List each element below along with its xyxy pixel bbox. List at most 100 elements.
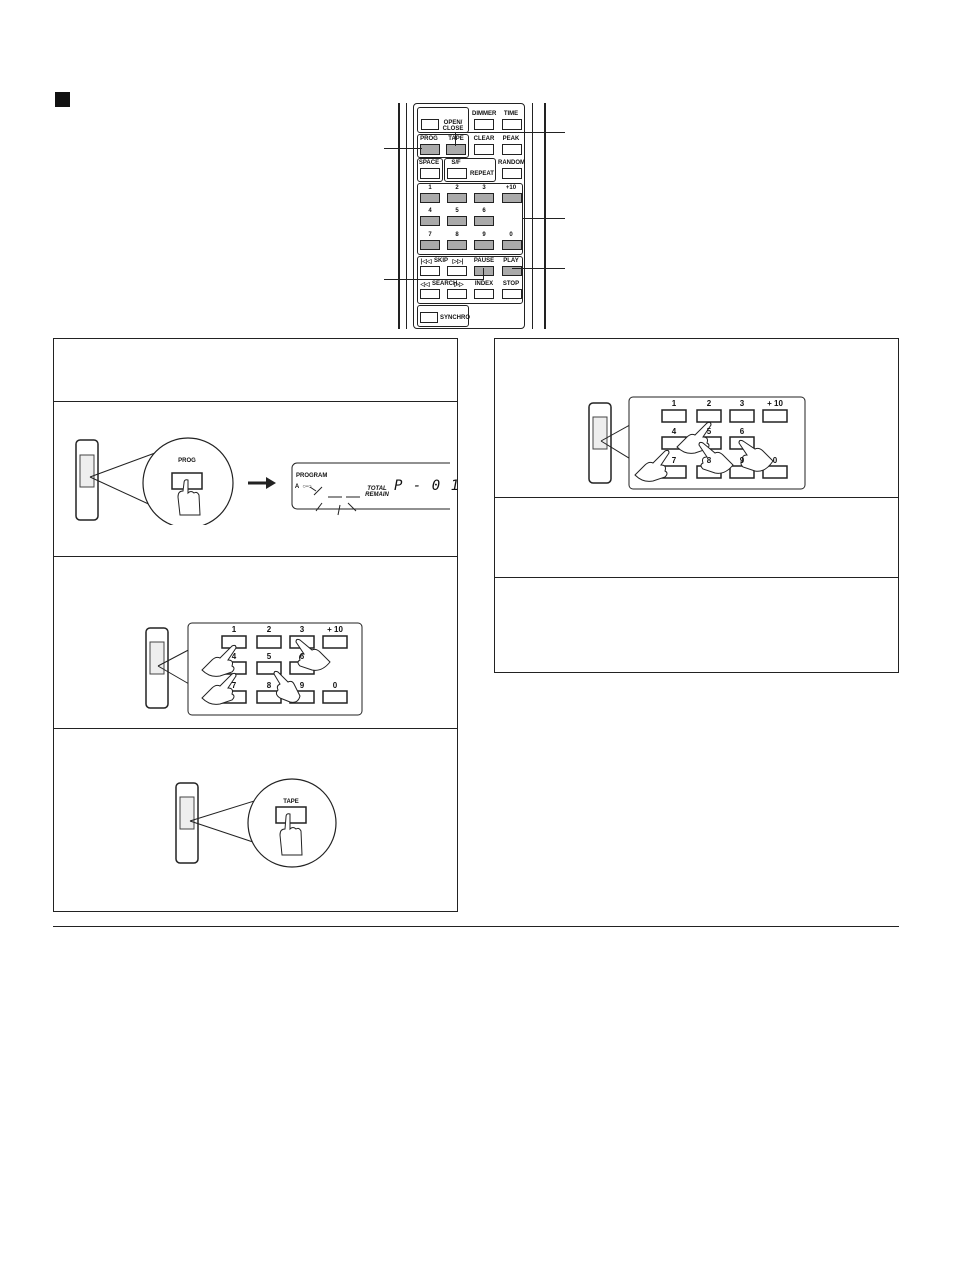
right-key-plus10-label: + 10 <box>767 399 783 408</box>
search-forward-icon: ▷▷ <box>454 282 464 288</box>
play-button[interactable] <box>502 266 522 276</box>
right-key-0-label: 0 <box>772 456 778 465</box>
peak-label: PEAK <box>502 136 520 142</box>
sf-label: S/F <box>451 160 461 166</box>
key-3-label: 3 <box>482 185 486 191</box>
callout-play <box>512 268 565 269</box>
callout-pause <box>384 279 484 280</box>
step2-key-plus10-label: + 10 <box>327 625 343 634</box>
skip-back-button[interactable] <box>420 266 440 276</box>
stop-button[interactable] <box>502 289 522 299</box>
right-key-4-label: 4 <box>671 427 677 436</box>
step2-key-6-label: 6 <box>299 652 305 661</box>
random-label: RANDOM <box>498 160 525 166</box>
search-forward-button[interactable] <box>447 289 467 299</box>
key-3[interactable] <box>474 193 494 203</box>
key-8[interactable] <box>447 240 467 250</box>
prog-label: PROG <box>420 136 438 142</box>
step1-illustration <box>75 437 450 525</box>
key-plus10-label: +10 <box>505 185 517 191</box>
section-marker <box>55 92 70 107</box>
key-4[interactable] <box>420 216 440 226</box>
page-divider <box>53 926 899 927</box>
key-2[interactable] <box>447 193 467 203</box>
prog-button[interactable] <box>420 144 440 155</box>
callout-number-keys <box>522 218 565 219</box>
step2-key-3-label: 3 <box>299 625 305 634</box>
key-6[interactable] <box>474 216 494 226</box>
right-key-9-label: 9 <box>739 456 745 465</box>
search-label: SEARCH <box>432 281 458 287</box>
key-plus10[interactable] <box>502 193 522 203</box>
right-key-7-label: 7 <box>671 456 677 465</box>
display-a-label: A <box>294 484 300 490</box>
open-close-label: OPEN/ CLOSE <box>442 120 464 132</box>
pause-button[interactable] <box>474 266 494 276</box>
right-key-2-label: 2 <box>706 399 712 408</box>
dimmer-button[interactable] <box>474 119 494 130</box>
skip-back-icon: |◁◁ <box>420 259 432 265</box>
step2-key-2-label: 2 <box>266 625 272 634</box>
step3-illustration <box>175 778 337 868</box>
key-0[interactable] <box>502 240 522 250</box>
index-label: INDEX <box>474 281 494 287</box>
display-readout: P - 0 1 <box>394 478 461 494</box>
display-ab-icon: ○-○ <box>302 484 312 490</box>
callout-prog <box>384 148 422 149</box>
right-key-5-label: 5 <box>706 427 712 436</box>
key-6-label: 6 <box>482 208 486 214</box>
step2-key-0-label: 0 <box>332 681 338 690</box>
clear-button[interactable] <box>474 144 494 155</box>
play-label: PLAY <box>503 258 519 264</box>
key-0-label: 0 <box>509 232 513 238</box>
right-steps-box <box>494 338 899 673</box>
remote-diagram <box>380 103 570 331</box>
synchro-button[interactable] <box>420 312 438 323</box>
step2-key-7-label: 7 <box>231 681 237 690</box>
key-7[interactable] <box>420 240 440 250</box>
callout-tape <box>455 132 565 133</box>
key-2-label: 2 <box>455 185 459 191</box>
stop-label: STOP <box>502 281 520 287</box>
space-button[interactable] <box>420 168 440 179</box>
step2-key-1-label: 1 <box>231 625 237 634</box>
key-8-label: 8 <box>455 232 459 238</box>
step3-tape-label: TAPE <box>283 799 299 805</box>
search-back-icon: ◁◁ <box>420 282 430 288</box>
right-key-8-label: 8 <box>706 456 712 465</box>
key-1-label: 1 <box>428 185 432 191</box>
right-key-6-label: 6 <box>739 427 745 436</box>
display-remain-label: REMAIN <box>365 492 389 498</box>
step2-key-8-label: 8 <box>266 681 272 690</box>
synchro-label: SYNCHRO <box>440 315 471 321</box>
open-close-button[interactable] <box>421 119 439 130</box>
skip-label: SKIP <box>433 258 448 264</box>
key-9-label: 9 <box>482 232 486 238</box>
time-button[interactable] <box>502 119 522 130</box>
pause-label: PAUSE <box>473 258 495 264</box>
time-label: TIME <box>503 111 519 117</box>
key-7-label: 7 <box>428 232 432 238</box>
random-button[interactable] <box>502 168 522 179</box>
repeat-label: REPEAT <box>470 171 494 177</box>
key-5[interactable] <box>447 216 467 226</box>
step2-key-4-label: 4 <box>231 652 237 661</box>
left-steps-box <box>53 338 458 912</box>
index-button[interactable] <box>474 289 494 299</box>
peak-button[interactable] <box>502 144 522 155</box>
step2-key-5-label: 5 <box>266 652 272 661</box>
display-total-label: TOTAL <box>367 486 387 492</box>
key-1[interactable] <box>420 193 440 203</box>
step2-illustration <box>145 622 363 716</box>
skip-forward-button[interactable] <box>447 266 467 276</box>
right-keypad-illustration <box>588 396 806 490</box>
step1-prog-label: PROG <box>178 458 196 464</box>
sf-button[interactable] <box>447 168 467 179</box>
step2-key-9-label: 9 <box>299 681 305 690</box>
tape-button[interactable] <box>446 144 466 155</box>
dimmer-label: DIMMER <box>472 111 497 117</box>
key-9[interactable] <box>474 240 494 250</box>
key-5-label: 5 <box>455 208 459 214</box>
skip-forward-icon: ▷▷| <box>452 259 464 265</box>
search-back-button[interactable] <box>420 289 440 299</box>
